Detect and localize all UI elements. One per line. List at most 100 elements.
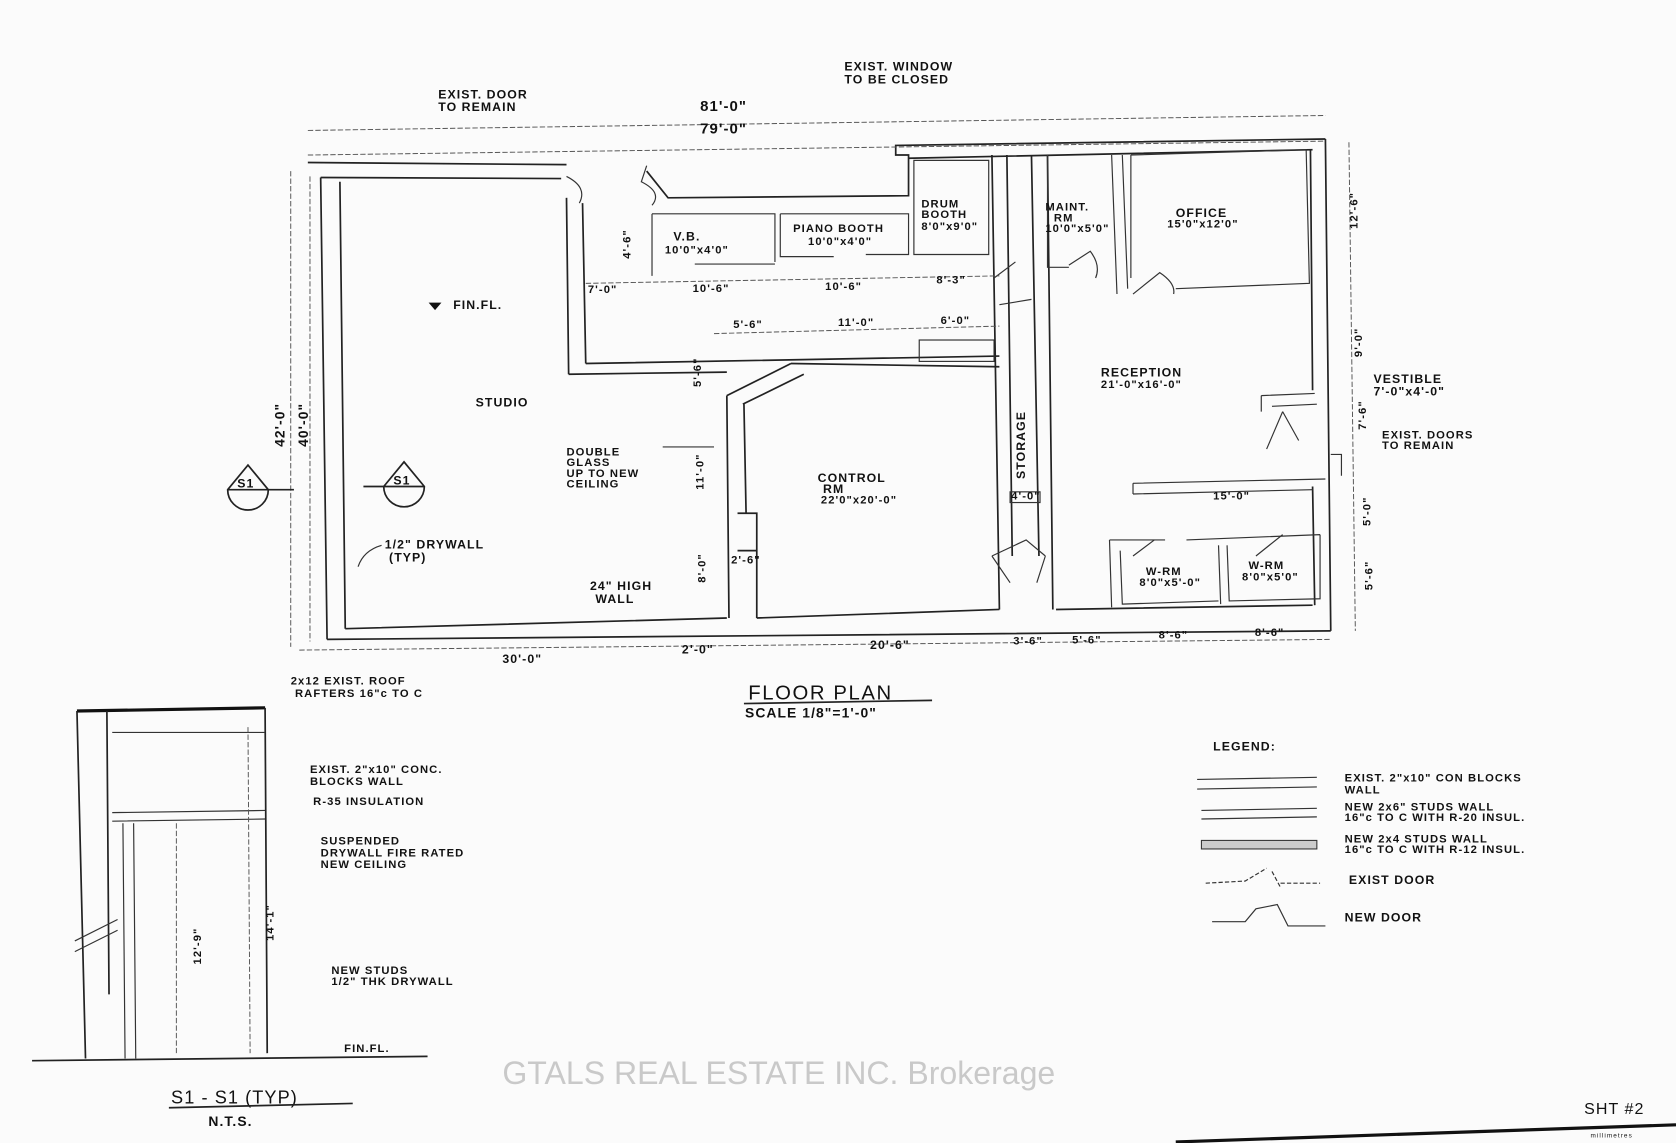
legend-item: EXIST. 2"x10" CON BLOCKS [1345,773,1522,785]
dim: 4'-6" [622,229,634,259]
w-rm-2-label: W-RM [1248,560,1284,572]
section-marker-label: S1 [393,473,410,487]
drywall-note-1: 1/2" DRYWALL [385,538,484,552]
vb-size: 10'0"x4'0" [665,244,729,256]
plan-notes: FIN.FL. EXIST. DOORS TO REMAIN DOUBLE GL… [226,298,1473,606]
blocks-note-1: EXIST. 2"x10" CONC. [310,764,443,776]
dim: 42'-0" [271,403,287,447]
rafters-note-1: 2x12 EXIST. ROOF [291,675,406,687]
dim: 3'-6" [1013,636,1043,648]
top-notes: EXIST. DOOR TO REMAIN EXIST. WINDOW TO B… [438,60,953,138]
rafters-note-2: RAFTERS 16"c TO C [295,688,423,700]
studio-label: STUDIO [476,395,529,409]
ceiling-note-3: NEW CEILING [321,859,408,871]
control-rm-size: 22'0"x20'-0" [821,495,897,507]
dim: 5'-6" [733,319,763,331]
dim: 30'-0" [502,652,542,666]
dim: 5'-0" [1361,497,1373,527]
control-rm-label-2: RM [823,482,844,496]
maint-rm-size: 10'0"x5'0" [1045,223,1109,235]
height-12-9: 12'-9" [192,928,204,965]
legend-item: WALL [1345,784,1381,796]
legend-item: NEW DOOR [1345,911,1422,925]
dim: 5'-6" [1363,561,1375,591]
dim: 10'-6" [825,281,862,293]
maint-rm-label-1: MAINT. [1045,202,1089,214]
legend-swatch-2x6-wall [1201,807,1317,820]
reception-size: 21'-0"x16'-0" [1101,379,1182,391]
control-rm-label-1: CONTROL [818,471,886,485]
double-glass-note-4: CEILING [567,479,620,491]
section-fin-fl: FIN.FL. [344,1043,389,1055]
sheet-number: SHT #2 [1584,1100,1644,1118]
dim: 5'-6" [692,358,704,388]
legend-swatch-exist-door [1205,867,1321,888]
dimensions: 4'-6" 7'-0" 10'-6" 10'-6" 8'-3" 5'-6" 11… [271,192,1375,666]
w-rm-1-label: W-RM [1146,566,1182,578]
section-detail: 2x12 EXIST. ROOF RAFTERS 16"c TO C EXIST… [32,675,463,1129]
double-glass-note-3: UP TO NEW [567,468,640,480]
legend-item: EXIST DOOR [1349,873,1435,887]
legend: LEGEND: EXIST. 2"x10" CON BLOCKS WALL NE… [1197,740,1526,927]
dim: 15'-0" [1213,490,1250,502]
legend-swatch-block-wall [1197,776,1317,790]
high-wall-note-1: 24" HIGH [590,579,652,593]
exist-window-note-2: TO BE CLOSED [844,72,949,86]
fin-fl-note: FIN.FL. [453,298,502,312]
piano-booth-size: 10'0"x4'0" [808,236,872,248]
legend-swatch-new-door [1212,903,1326,927]
double-glass-note-1: DOUBLE [567,446,621,458]
section-marker-label: S1 [237,477,254,491]
legend-heading: LEGEND: [1213,740,1276,754]
section-nts: N.T.S. [208,1113,252,1129]
vestible-size: 7'-0"x4'-0" [1374,385,1446,399]
exist-doors-note-1: EXIST. DOORS [1382,429,1473,441]
exist-door-note-2: TO REMAIN [438,100,516,114]
double-glass-note-2: GLASS [567,457,611,469]
dim: 9'-0" [1353,328,1365,358]
dim: 8'-6" [1159,629,1189,641]
office-size: 15'0"x12'0" [1167,219,1238,231]
legend-item: NEW 2x6" STUDS WALL [1345,801,1495,813]
piano-booth-label: PIANO BOOTH [793,223,884,235]
ceiling-note-1: SUSPENDED [321,836,400,848]
legend-swatch-2x4-wall [1200,839,1318,850]
ruler-edge [1175,1123,1676,1143]
exist-window-note-1: EXIST. WINDOW [844,60,953,74]
drum-booth-size: 8'0"x9'0" [921,221,978,233]
height-14-1: 14'-1" [265,904,277,941]
dim: 11'-0" [694,453,706,489]
dim: 10'-6" [693,283,730,295]
storage-label: STORAGE [1014,411,1028,479]
dim: 2'-0" [682,642,714,656]
drywall-note-2: (TYP) [389,550,426,564]
office-label: OFFICE [1176,206,1227,220]
exist-door-note-1: EXIST. DOOR [438,87,528,101]
watermark: GTALS REAL ESTATE INC. Brokerage [502,1055,1055,1091]
section-title: S1 - S1 (TYP) [171,1087,298,1107]
legend-item: 16"c TO C WITH R-12 INSUL. [1345,844,1526,856]
dim: 7'-6" [1357,400,1369,430]
drum-booth-label-2: BOOTH [921,209,967,221]
dim: 8'-6" [1255,627,1285,639]
vb-label: V.B. [673,230,700,244]
high-wall-note-2: WALL [595,592,634,606]
plan-title: FLOOR PLAN [748,682,893,704]
dim: 6'-0" [941,315,971,327]
drum-booth-label-1: DRUM [921,198,959,210]
fin-fl-triangle-icon [428,302,442,311]
dimension-overall-inner: 79'-0" [700,121,747,138]
dim: 12'-6" [1348,192,1360,229]
blocks-note-2: BLOCKS WALL [310,776,404,788]
studs-note-2: 1/2" THK DRYWALL [331,976,453,988]
legend-item: 16"c TO C WITH R-20 INSUL. [1345,812,1526,824]
studs-note-1: NEW STUDS [331,965,408,977]
plan-scale: SCALE 1/8"=1'-0" [745,704,877,720]
plan-walls [290,114,1356,651]
section-marker-inner: S1 [363,460,426,508]
dim: 11'-0" [838,317,874,329]
vestible-label: VESTIBLE [1374,372,1443,386]
reception-label: RECEPTION [1101,365,1182,379]
dim: 20'-6" [870,638,910,652]
